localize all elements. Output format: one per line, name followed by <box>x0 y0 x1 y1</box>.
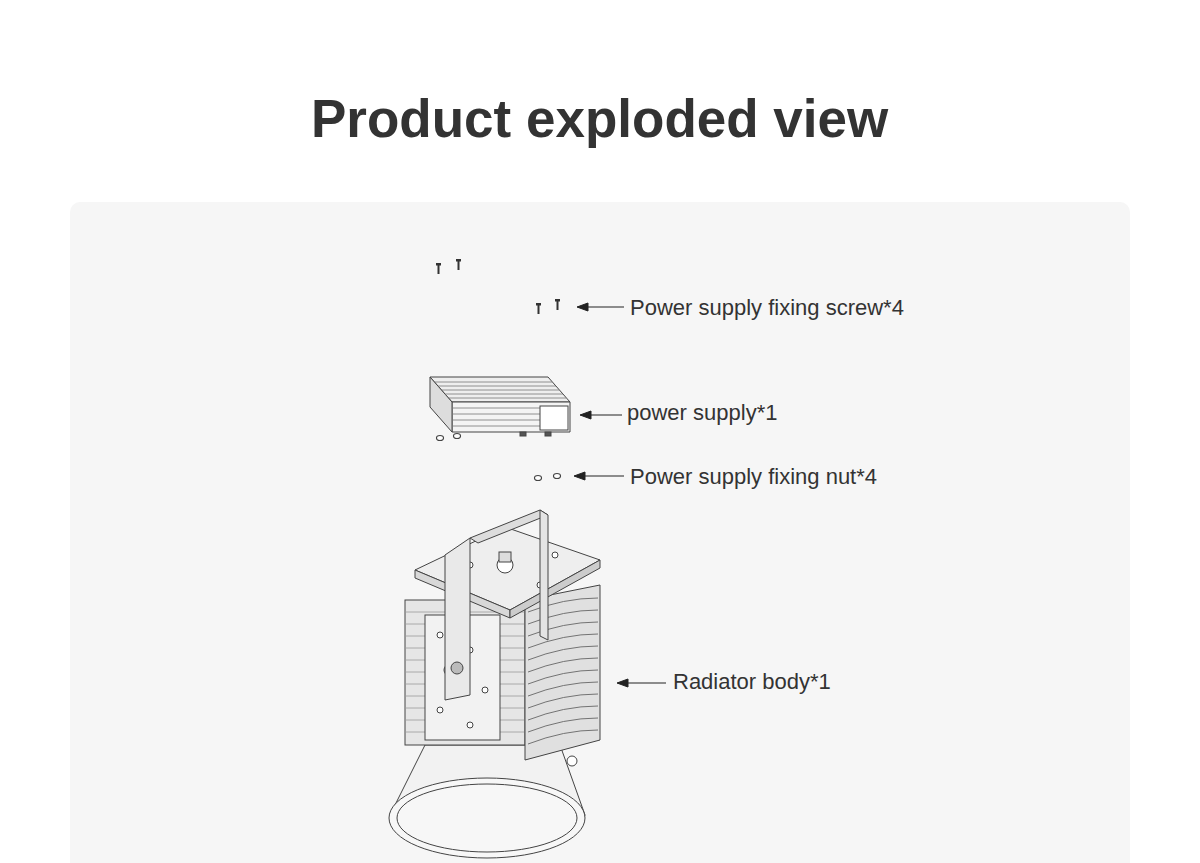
part-label: Radiator body*1 <box>673 669 831 695</box>
part-label: Power supply fixing screw*4 <box>630 295 904 321</box>
radiator-drawing <box>389 510 600 858</box>
power-supply-drawing <box>430 377 570 436</box>
part-label: Power supply fixing nut*4 <box>630 464 877 490</box>
fixing-screws <box>436 259 560 314</box>
page-title: Product exploded view <box>311 88 888 149</box>
fixing-nuts <box>437 434 561 481</box>
part-label: power supply*1 <box>627 400 777 426</box>
background-panel <box>70 202 1130 863</box>
leader-arrows <box>574 303 666 687</box>
